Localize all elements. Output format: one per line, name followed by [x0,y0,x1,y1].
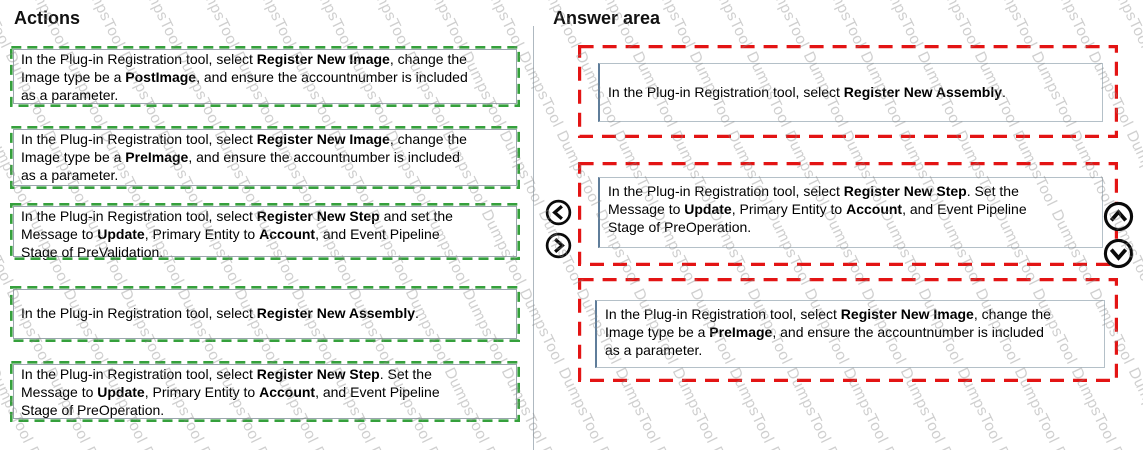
watermark-text: DumpsTool [991,444,1043,450]
action-item-frame: In the Plug-in Registration tool, select… [13,289,517,339]
watermark-text: DumpsTool [307,444,359,450]
watermark-text: DumpsTool [1048,444,1100,450]
action-item[interactable]: In the Plug-in Registration tool, select… [10,46,520,107]
action-item-frame: In the Plug-in Registration tool, select… [13,49,517,104]
watermark-text: DumpsTool [247,0,299,52]
instruction-text: In the Plug-in Registration tool, select… [608,183,1027,235]
watermark-text: DumpsTool [817,0,869,52]
answer-slot[interactable]: In the Plug-in Registration tool, select… [578,162,1118,266]
watermark-text: DumpsTool [516,286,568,368]
chevron-right-icon [545,232,572,259]
move-down-button[interactable] [1103,238,1134,269]
chevron-up-icon [1103,201,1134,232]
answer-item[interactable]: In the Plug-in Registration tool, select… [595,300,1105,368]
action-item[interactable]: In the Plug-in Registration tool, select… [10,203,520,260]
watermark-text: DumpsTool [76,0,128,52]
action-item-frame: In the Plug-in Registration tool, select… [13,206,517,260]
move-left-button[interactable] [545,199,572,226]
watermark-text: DumpsTool [703,0,755,52]
watermark-text: DumpsTool [763,444,815,450]
watermark-text: DumpsTool [304,0,356,52]
instruction-text: In the Plug-in Registration tool, select… [21,131,467,183]
watermark-text: DumpsTool [760,0,812,52]
answer-item[interactable]: In the Plug-in Registration tool, select… [598,177,1103,248]
watermark-text: DumpsTool [706,444,758,450]
actions-title: Actions [14,8,81,28]
move-right-button[interactable] [545,232,572,259]
watermark-text: DumpsTool [1105,444,1143,450]
watermark-text: DumpsTool [475,0,527,52]
watermark-text: DumpsTool [79,444,131,450]
answer-area-title: Answer area [553,8,661,28]
watermark-text: DumpsTool [592,444,644,450]
watermark-text: DumpsTool [418,0,470,52]
watermark-text: DumpsTool [931,0,983,52]
watermark-text: DumpsTool [0,444,18,450]
chevron-down-icon [1103,238,1134,269]
action-item[interactable]: In the Plug-in Registration tool, select… [10,126,520,189]
watermark-text: DumpsTool [514,49,566,131]
watermark-text: DumpsTool [874,0,926,52]
action-item-frame: In the Plug-in Registration tool, select… [13,129,517,186]
watermark-text: DumpsTool [988,0,1040,52]
action-item[interactable]: In the Plug-in Registration tool, select… [10,361,520,422]
watermark-text: DumpsTool [535,444,587,450]
watermark-text: DumpsTool [136,444,188,450]
instruction-text: In the Plug-in Registration tool, select… [608,83,1006,100]
chevron-left-icon [545,199,572,226]
answer-item[interactable]: In the Plug-in Registration tool, select… [598,63,1103,122]
watermark-text: DumpsTool [361,0,413,52]
watermark-text: DumpsTool [22,444,74,450]
watermark-text: DumpsTool [649,444,701,450]
watermark-text: DumpsTool [193,444,245,450]
instruction-text: In the Plug-in Registration tool, select… [21,208,453,260]
watermark-text: DumpsTool [1122,128,1143,210]
move-up-button[interactable] [1103,201,1134,232]
instruction-text: In the Plug-in Registration tool, select… [21,305,419,322]
answer-slot[interactable]: In the Plug-in Registration tool, select… [578,45,1118,138]
column-divider [533,26,534,450]
answer-slot[interactable]: In the Plug-in Registration tool, select… [578,278,1118,382]
watermark-text: DumpsTool [1124,365,1143,447]
watermark-text: DumpsTool [364,444,416,450]
watermark-text: DumpsTool [0,0,14,52]
watermark-text: DumpsTool [190,0,242,52]
watermark-text: DumpsTool [1045,0,1097,52]
instruction-text: In the Plug-in Registration tool, select… [21,366,440,418]
watermark-text: DumpsTool [820,444,872,450]
watermark-text: DumpsTool [133,0,185,52]
instruction-text: In the Plug-in Registration tool, select… [21,51,468,103]
action-item[interactable]: In the Plug-in Registration tool, select… [10,286,520,342]
instruction-text: In the Plug-in Registration tool, select… [605,306,1051,358]
watermark-text: DumpsTool [250,444,302,450]
watermark-text: DumpsTool [478,444,530,450]
watermark-text: DumpsTool [421,444,473,450]
action-item-frame: In the Plug-in Registration tool, select… [13,364,517,419]
watermark-text: DumpsTool [1102,0,1143,52]
watermark-text: DumpsTool [934,444,986,450]
watermark-text: DumpsTool [877,444,929,450]
